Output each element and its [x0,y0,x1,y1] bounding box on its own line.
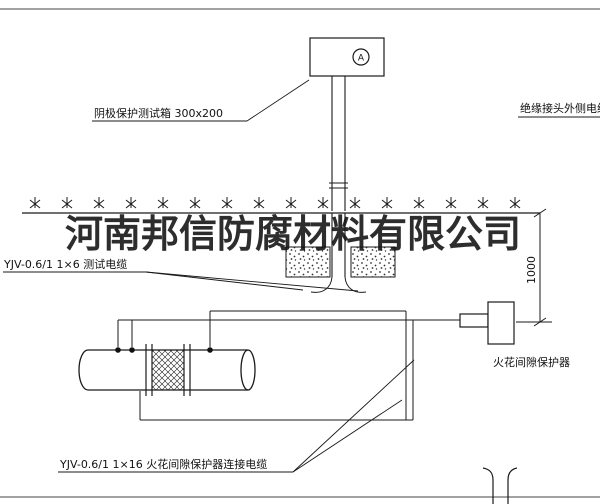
pipe-left-cap [78,349,89,391]
conduit-riser [329,76,348,277]
pipe-clamp-symbol [482,467,518,504]
soil-hatch-marks [29,196,521,209]
foundation-right [350,246,396,278]
dimension-value: 1000 [525,256,538,284]
insulating-joint [151,349,185,391]
dimension-line [516,208,552,327]
company-watermark: 河南邦信防腐材料有限公司 [65,212,521,256]
cable-connection-dots [115,347,213,353]
ammeter-symbol: A [358,54,365,64]
label-insulated-joint-cable: 绝缘接头外侧电缆 [520,101,600,115]
leader-lines [3,79,600,473]
pipe-right-cap [240,349,256,391]
ammeter-circle [352,48,370,66]
test-box [309,37,385,77]
label-spark-gap-protector: 火花间隙保护器 [493,355,570,369]
label-test-cable: YJV-0.6/1 1×6 测试电缆 [3,258,127,271]
foundation-left [285,246,331,278]
label-connection-cable: YJV-0.6/1 1×16 火花间隙保护器连接电缆 [59,457,267,471]
test-cable-hooks [310,276,367,293]
spark-gap-protector [459,301,515,345]
label-test-box: 阴极保护测试箱 300x200 [94,106,223,120]
joint-flanges [145,344,191,396]
cable-runs [117,310,460,421]
